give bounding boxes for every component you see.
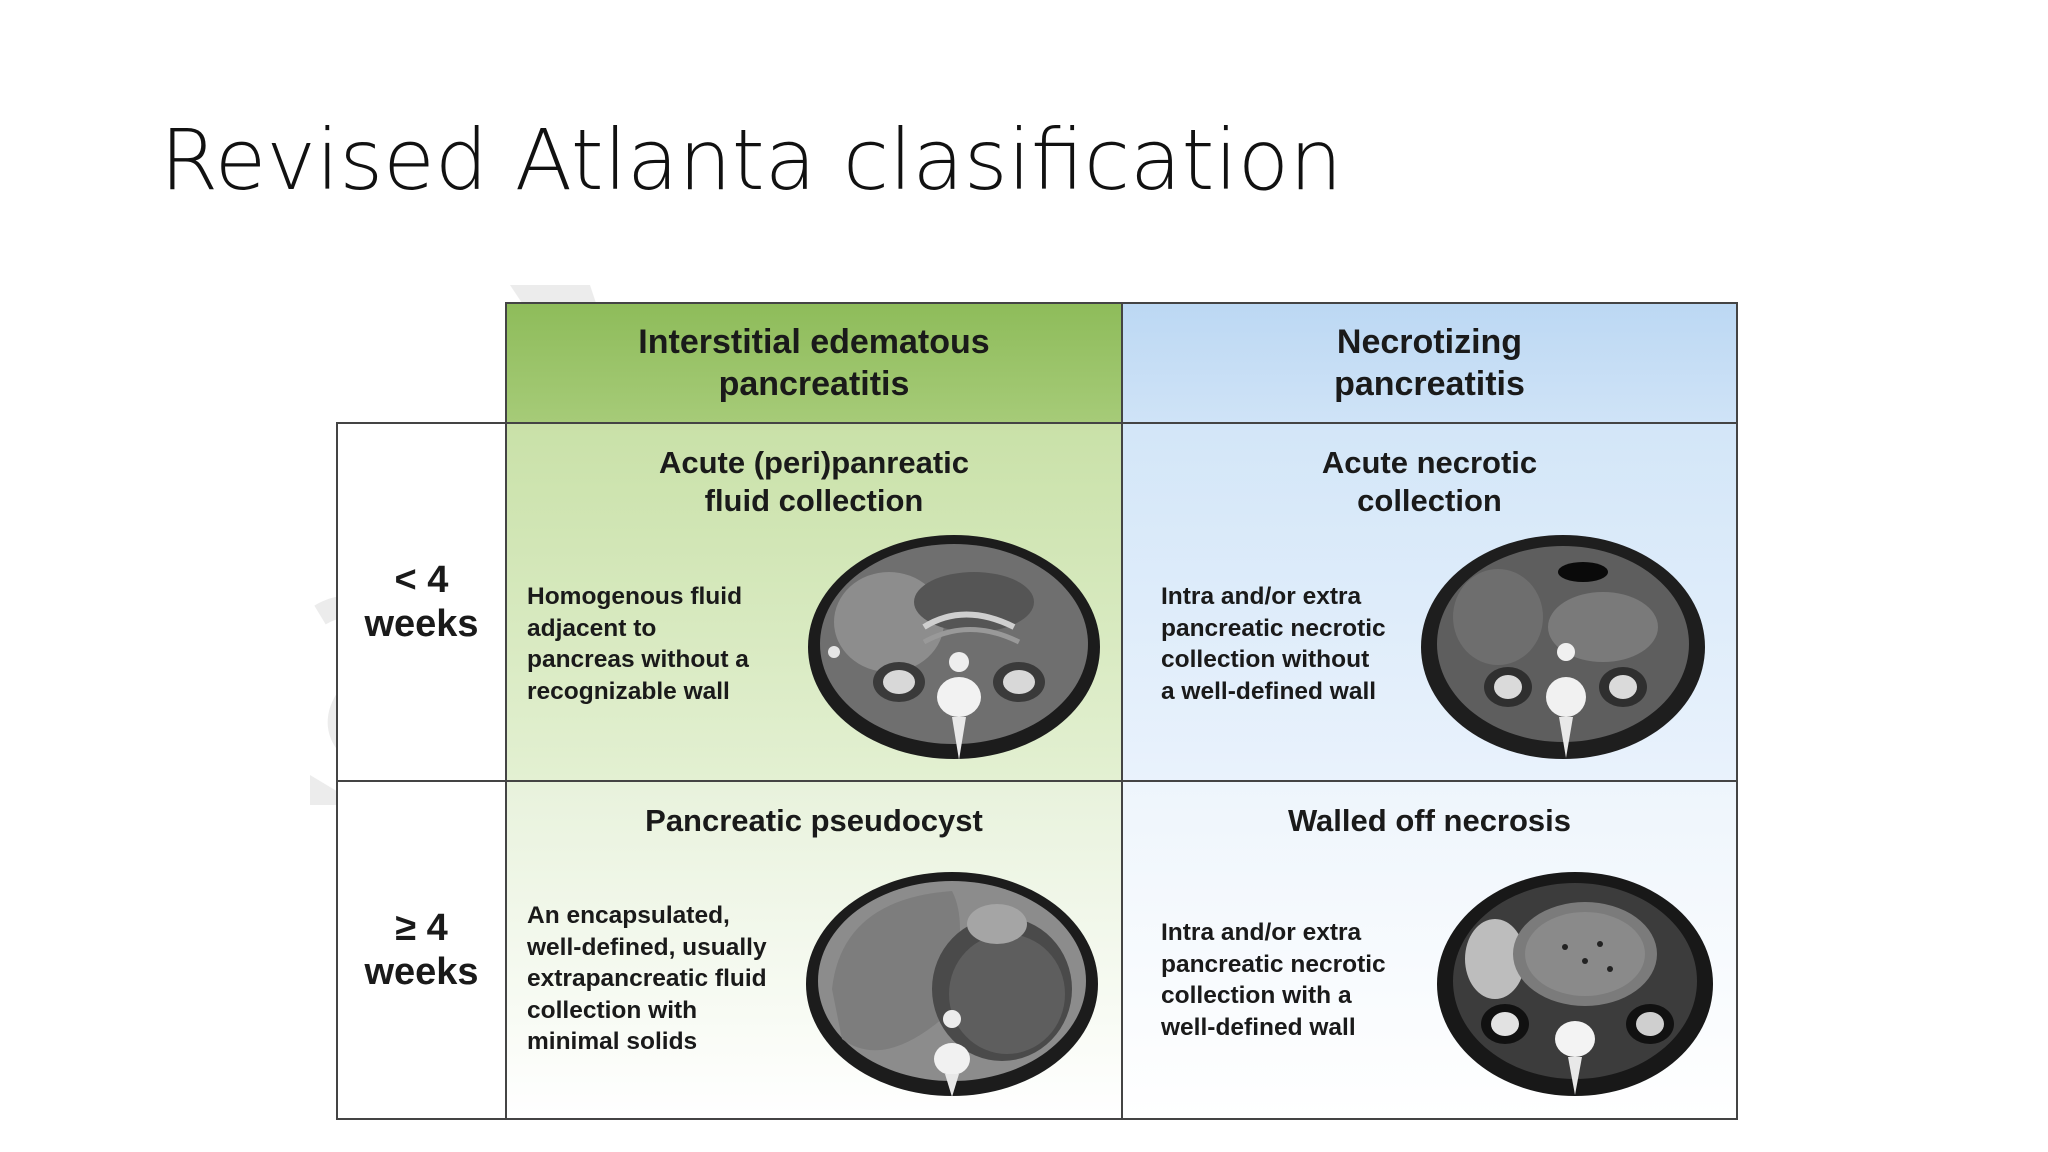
row-label-under-4-weeks: < 4 weeks: [336, 422, 507, 782]
ct-scan-image: [1437, 872, 1713, 1096]
cell-description: Intra and/or extra pancreatic necrotic c…: [1161, 583, 1386, 705]
cell-title: Acute (peri)panreatic fluid collection: [658, 445, 970, 518]
column-header-interstitial: Interstitial edematous pancreatitis: [505, 302, 1123, 424]
column-header-necrotizing: Necrotizing pancreatitis: [1121, 302, 1738, 424]
ct-scan-image: [1421, 535, 1705, 759]
cell-title: Pancreatic pseudocyst: [645, 803, 983, 838]
row-label-over-4-weeks: ≥ 4 weeks: [336, 780, 507, 1120]
column-header-label: Interstitial edematous pancreatitis: [638, 323, 990, 403]
cell-title: Walled off necrosis: [1287, 803, 1572, 838]
cell-acute-fluid-collection: Acute (peri)panreatic fluid collection H…: [505, 422, 1123, 782]
cell-acute-necrotic-collection: Acute necrotic collection Intra and/or e…: [1121, 422, 1738, 782]
cell-pancreatic-pseudocyst: Pancreatic pseudocyst An encapsulated, w…: [505, 780, 1123, 1120]
cell-description: Homogenous fluid adjacent to pancreas wi…: [527, 583, 749, 705]
cell-description: Intra and/or extra pancreatic necrotic c…: [1161, 919, 1386, 1041]
cell-description: An encapsulated, well-defined, usually e…: [527, 902, 767, 1055]
row-label-text: < 4 weeks: [364, 559, 479, 645]
ct-scan-image: [806, 872, 1098, 1097]
ct-scan-image: [808, 535, 1100, 760]
cell-walled-off-necrosis: Walled off necrosis Intra and/or extra p…: [1121, 780, 1738, 1120]
cell-title: Acute necrotic collection: [1321, 445, 1538, 518]
slide-title: Revised Atlanta clasification: [160, 111, 1343, 209]
column-header-label: Necrotizing pancreatitis: [1334, 323, 1525, 403]
row-label-text: ≥ 4 weeks: [364, 907, 479, 993]
